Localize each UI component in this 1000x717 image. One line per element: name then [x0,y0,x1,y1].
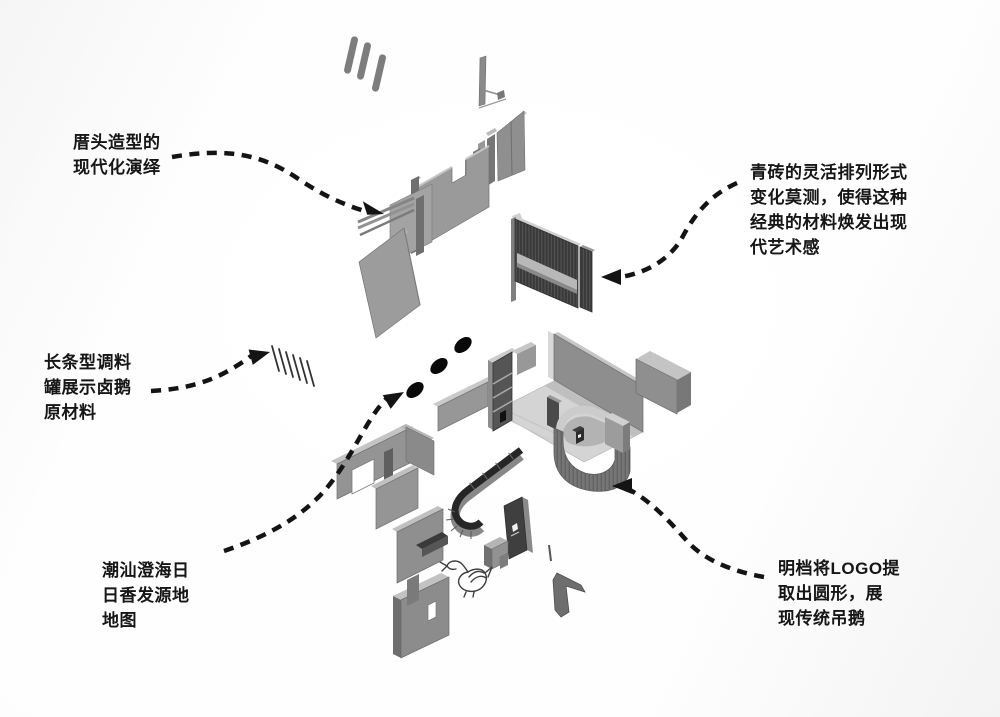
menu-sign [503,496,533,560]
arrow-jars [150,354,253,394]
label-green-brick: 青砖的灵活排列形式 变化莫测，使得这种 经典的材料焕发出现 代艺术感 [750,163,908,257]
j-shaped-bench [445,447,524,539]
door-frame-piece [478,55,507,109]
arrowheads [248,201,632,494]
label-roof-modernization: 厝头造型的 现代化演绎 [73,133,161,177]
small-stick [548,544,552,562]
stepped-wall-assembly [331,424,450,659]
seasoning-jar-hatching [271,345,315,387]
arrow-map [223,397,388,554]
arrow-brick [620,180,738,280]
map-dots [406,336,472,399]
goose-drawing [439,560,493,598]
gable-wall-assembly [357,110,527,339]
bent-corner-piece [552,572,586,618]
green-brick-display [511,213,595,313]
open-kitchen-counter [553,405,631,492]
label-open-kitchen-logo: 明档将LOGO提 取出圆形，展 现传统吊鹅 [778,559,901,628]
arrow-kitchen [628,488,765,580]
l-block [484,537,509,570]
arrow-roof [171,150,365,214]
label-seasoning-jars: 长条型调料 罐展示卤鹅 原材料 [44,353,132,422]
annotation-arrows [150,150,765,580]
louver-slats [344,36,386,92]
label-origin-map: 潮汕澄海日 日香发源地 地图 [102,561,190,630]
